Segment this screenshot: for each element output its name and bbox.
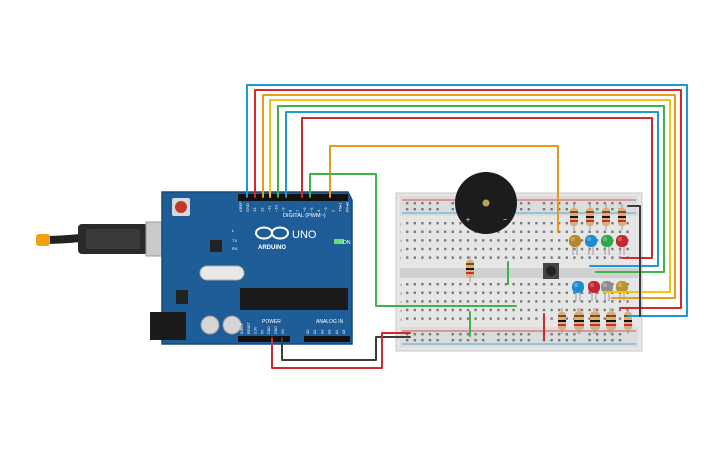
digital-pin-label: AREF — [238, 201, 243, 212]
digital-label: DIGITAL (PWM~) — [283, 213, 326, 219]
analog-pin-label: A5 — [342, 330, 346, 334]
power-pin-label: GND — [267, 326, 271, 334]
resistor[interactable] — [558, 308, 566, 334]
row-letter: b — [400, 308, 403, 313]
resistor[interactable] — [570, 204, 578, 230]
resistor[interactable] — [576, 308, 584, 334]
power-pin-label: RESET — [247, 321, 251, 334]
wire-black-rail[interactable] — [627, 205, 641, 317]
wire-blue-outer[interactable] — [246, 84, 688, 317]
led[interactable] — [601, 281, 613, 301]
digital-pin-label: ~10 — [274, 204, 279, 212]
led[interactable] — [616, 235, 628, 255]
led-l-label: L — [232, 228, 235, 233]
led[interactable] — [572, 281, 584, 301]
power-jack[interactable] — [150, 312, 186, 340]
power-header[interactable] — [238, 336, 290, 342]
digital-pin-label: ~3 — [323, 207, 328, 212]
analog-pin-label: A0 — [306, 330, 310, 334]
digital-pin-label: ~5 — [309, 207, 314, 212]
wire-black-gnd[interactable] — [281, 336, 411, 361]
led-tx-label: TX — [232, 238, 237, 243]
piezo-buzzer[interactable]: + − — [455, 172, 517, 234]
wire-red-inner[interactable] — [301, 117, 653, 259]
digital-pin-label: 2 — [330, 209, 335, 212]
resistor[interactable] — [586, 204, 594, 230]
digital-pin-label: RX◂0 — [345, 201, 350, 212]
brand-label: ARDUINO — [258, 245, 286, 251]
row-letter: i — [400, 230, 401, 235]
led[interactable] — [569, 235, 581, 255]
wire-yellow[interactable] — [269, 99, 671, 293]
pushbutton[interactable] — [543, 263, 559, 279]
power-pin-label: IOREF — [240, 322, 244, 334]
led[interactable] — [585, 235, 597, 255]
digital-pin-label: 8 — [288, 209, 293, 212]
row-letter: f — [400, 255, 402, 260]
regulator — [176, 290, 188, 304]
analog-pin-label: A2 — [320, 330, 324, 334]
digital-pin-label: ~6 — [302, 207, 307, 212]
row-letter: g — [400, 247, 402, 252]
analog-pin-label: A1 — [313, 330, 317, 334]
capacitor — [200, 315, 220, 335]
resistor[interactable] — [466, 256, 474, 282]
digital-pin-label: 12 — [259, 207, 264, 212]
wire-green[interactable] — [277, 105, 665, 273]
power-label: POWER — [262, 319, 281, 325]
row-letter: e — [400, 282, 403, 287]
row-letter: d — [400, 291, 402, 296]
power-pin-label: GND — [274, 326, 278, 334]
row-letter: j — [399, 221, 401, 226]
usb-cable-tip — [36, 234, 50, 246]
digital-pin-label: 7 — [295, 209, 300, 212]
resistor[interactable] — [618, 204, 626, 230]
buzzer-plus: + — [466, 217, 470, 224]
resistor[interactable] — [608, 308, 616, 334]
usb-chip — [210, 240, 222, 252]
digital-pin-label: 4 — [316, 209, 321, 212]
digital-pin-label: ~11 — [266, 205, 271, 212]
analog-pin-label: A4 — [335, 330, 339, 334]
led-rx-label: RX — [232, 246, 238, 251]
on-led-label: ON — [343, 240, 351, 246]
digital-pin-label: GND — [245, 203, 250, 212]
power-pin-label: 3.3V — [254, 326, 258, 334]
led[interactable] — [601, 235, 613, 255]
wire-orange-buzzer[interactable] — [329, 145, 559, 233]
wire-blue-inner[interactable] — [285, 111, 659, 267]
arduino-logo: ARDUINO UNO — [255, 226, 317, 251]
wire-red-5v[interactable] — [271, 332, 411, 369]
power-pin-label: Vin — [281, 329, 285, 334]
power-pin-label: 5V — [260, 329, 264, 334]
resistor[interactable] — [602, 204, 610, 230]
analog-pin-label: A3 — [328, 330, 332, 334]
wire-red[interactable] — [254, 89, 682, 309]
crystal — [199, 265, 245, 281]
digital-pin-label: TX▸1 — [337, 202, 342, 212]
analog-label: ANALOG IN — [316, 319, 344, 325]
row-letter: c — [400, 299, 402, 304]
resistor[interactable] — [592, 308, 600, 334]
capacitor — [222, 315, 242, 335]
model-label: UNO — [292, 229, 317, 241]
arduino-board[interactable]: ARDUINO UNO ON L TX RX DIGITAL (PWM~) AR… — [150, 191, 353, 345]
digital-header[interactable] — [238, 194, 348, 201]
buzzer-minus: − — [503, 217, 507, 224]
wires — [246, 84, 688, 369]
row-letter: h — [400, 238, 402, 243]
microcontroller-chip — [240, 288, 348, 310]
analog-header[interactable] — [304, 336, 350, 342]
digital-pin-label: ~9 — [281, 207, 286, 212]
wire-green-button[interactable] — [309, 173, 517, 307]
led[interactable] — [588, 281, 600, 301]
row-letter: a — [400, 316, 403, 321]
digital-pin-label: 13 — [252, 207, 257, 212]
wire-orange[interactable] — [262, 94, 676, 299]
